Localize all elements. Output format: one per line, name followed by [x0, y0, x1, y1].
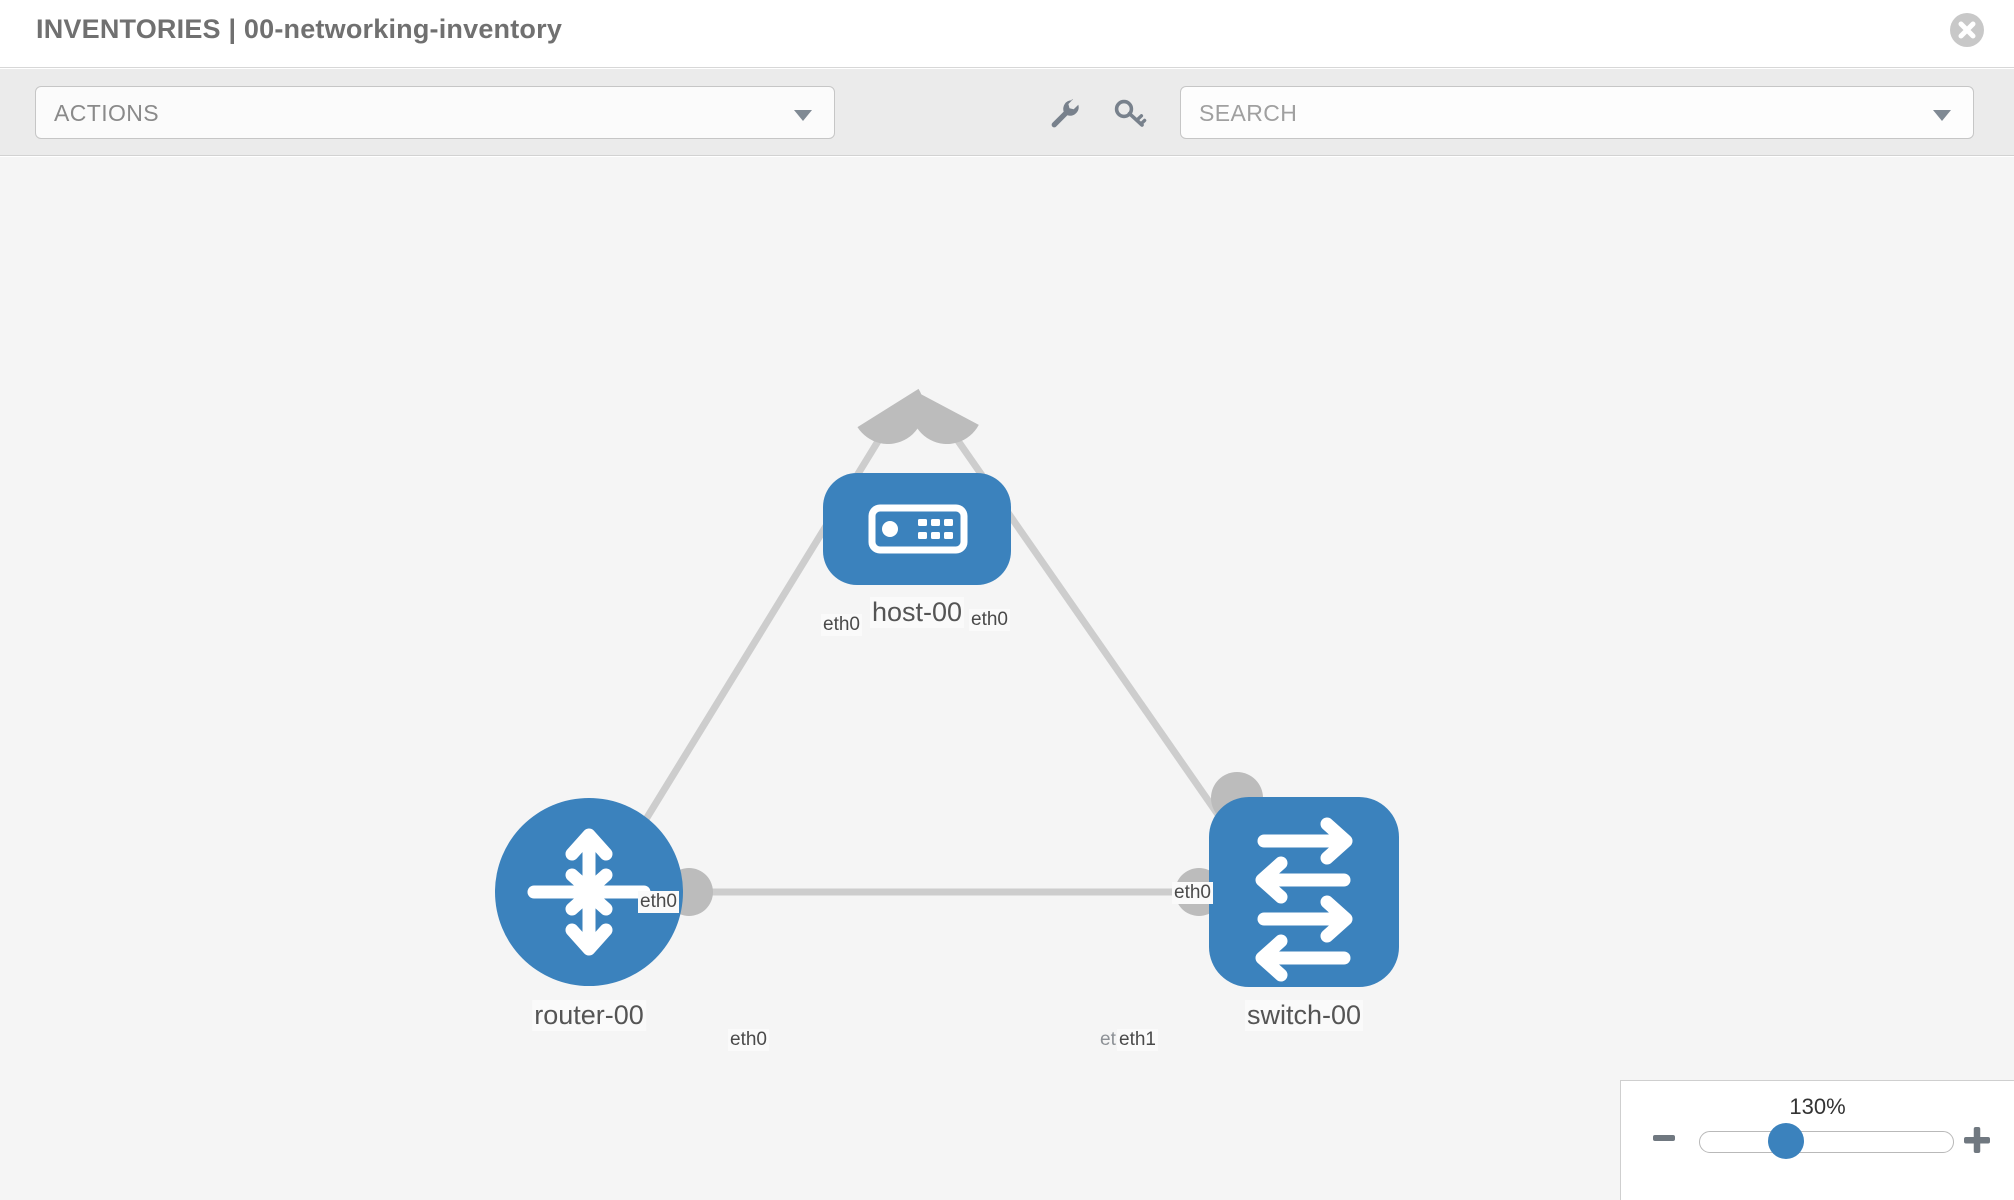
topology-graph: [495, 388, 1399, 987]
zoom-slider-track[interactable]: [1699, 1131, 1954, 1153]
zoom-percent-label: 130%: [1789, 1094, 1846, 1119]
search-input[interactable]: SEARCH: [1180, 86, 1974, 139]
topology-canvas[interactable]: host-00 router-00 switch-00 eth0 eth0 et…: [0, 157, 2014, 1200]
wrench-icon[interactable]: [1046, 95, 1082, 131]
edge-label-host00-switch00-from: eth0: [969, 609, 1010, 631]
edge-label-host00-switch00-to: eth0: [1172, 882, 1213, 904]
toolbar: ACTIONS SEARCH: [0, 69, 2014, 156]
edge-label-router00-switch00-to: eth1: [1117, 1029, 1158, 1051]
edge-label-router00-switch00-from: eth0: [728, 1029, 769, 1051]
plus-icon[interactable]: [1962, 1125, 1992, 1160]
edge-label-host00-router00-to: eth0: [638, 891, 679, 913]
search-placeholder: SEARCH: [1199, 100, 1298, 126]
page-title: INVENTORIES | 00-networking-inventory: [36, 14, 563, 44]
node-switch-00: [1209, 797, 1399, 987]
key-icon[interactable]: [1112, 95, 1148, 131]
chevron-down-icon[interactable]: [1933, 110, 1951, 121]
node-router-00: [495, 798, 683, 986]
actions-dropdown[interactable]: ACTIONS: [35, 86, 835, 139]
zoom-slider-thumb[interactable]: [1768, 1123, 1804, 1159]
node-label-switch-00: switch-00: [1244, 1000, 1364, 1031]
port-nub-host00-right: [911, 391, 979, 444]
node-label-router-00: router-00: [532, 1000, 646, 1031]
page-header: INVENTORIES | 00-networking-inventory: [0, 0, 2014, 68]
zoom-control-panel: 130%: [1620, 1080, 2014, 1200]
port-nub-host00-left: [857, 388, 924, 444]
node-host-00: [823, 473, 1011, 585]
close-icon[interactable]: [1950, 13, 1984, 47]
actions-dropdown-label: ACTIONS: [54, 100, 160, 126]
node-label-host-00: host-00: [869, 597, 965, 628]
edge-label-host00-router00-from: eth0: [821, 614, 862, 636]
minus-icon[interactable]: [1651, 1125, 1677, 1156]
chevron-down-icon: [794, 110, 812, 121]
